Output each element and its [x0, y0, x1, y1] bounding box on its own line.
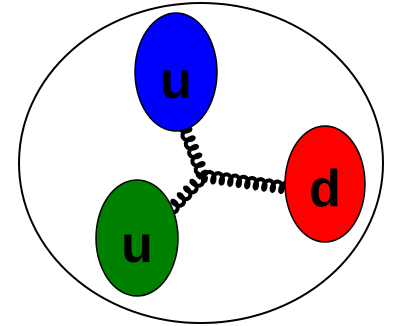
- quark-top-ellipse: [134, 12, 218, 132]
- quark-top-label: u: [160, 52, 192, 110]
- quark-bottom-left: u: [95, 179, 179, 297]
- quark-right-label: d: [309, 160, 341, 218]
- quark-right-ellipse: [284, 125, 366, 243]
- quark-bottom-left-ellipse: [95, 179, 179, 297]
- quark-top: u: [134, 12, 218, 132]
- quark-right: d: [284, 125, 366, 243]
- gluon-to-right: [201, 169, 293, 195]
- quark-bottom-left-label: u: [121, 216, 153, 274]
